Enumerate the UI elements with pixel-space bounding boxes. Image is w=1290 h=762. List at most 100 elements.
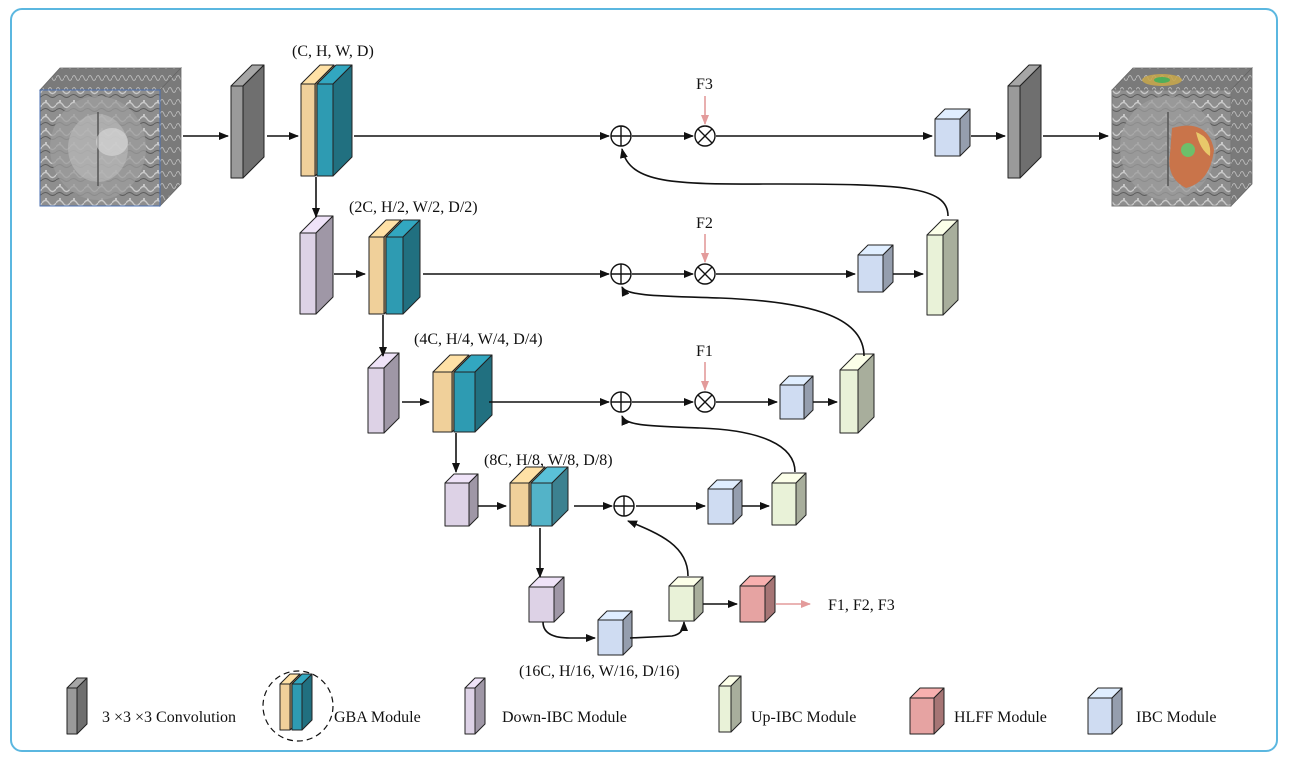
multiply-operator — [694, 263, 716, 285]
ibc-block-bottleneck — [597, 610, 633, 656]
feature-injection-arrows — [701, 96, 811, 608]
up-ibc-level4 — [771, 472, 807, 526]
up-arrow — [627, 520, 689, 577]
down-ibc-level2 — [299, 215, 334, 315]
gba-level2-tan-front — [368, 236, 385, 315]
gba-level1-teal-front — [316, 83, 334, 177]
feature-label-f2: F2 — [696, 215, 713, 232]
legend-up-ibc-icon-side — [730, 675, 742, 733]
legend-hlff-icon-front — [909, 697, 935, 735]
dim-label-level1: (C, H, W, D) — [292, 43, 374, 60]
ibc-block-level1 — [934, 108, 971, 157]
conv-block-input — [230, 64, 265, 179]
labels: (C, H, W, D) (2C, H/2, W/2, D/2) (4C, H/… — [292, 43, 895, 680]
conv-block-input-front — [230, 85, 244, 179]
gba-level4-tan-front — [509, 482, 530, 527]
legend-down-ibc-label: Down-IBC Module — [502, 709, 627, 726]
legend-ibc-label: IBC Module — [1136, 709, 1216, 726]
dim-label-level4: (8C, H/8, W/8, D/8) — [484, 452, 613, 469]
multiply-operator — [694, 391, 716, 413]
ibc-block-level1-front — [934, 118, 961, 157]
hlff-block — [739, 575, 776, 623]
down-ibc-bottleneck-front — [528, 586, 555, 623]
up-arrow — [620, 148, 949, 217]
legend-up-ibc-icon-front — [718, 685, 732, 733]
legend-gba-icon-teal — [291, 673, 313, 731]
down-ibc-level2-front — [299, 232, 317, 315]
legend-ibc-icon — [1087, 687, 1123, 735]
up-ibc-level4-side — [795, 472, 807, 526]
feature-label-f1: F1 — [696, 343, 713, 360]
legend-down-ibc-icon — [464, 677, 486, 735]
up-ibc-level2 — [926, 219, 959, 316]
gba-level1-teal-side — [332, 64, 353, 177]
arrow — [629, 621, 688, 639]
up-ibc-level3 — [839, 353, 875, 434]
down-ibc-level2-side — [315, 215, 334, 315]
legend-down-ibc-icon-front — [464, 687, 476, 735]
down-ibc-level3 — [367, 352, 400, 434]
gba-level3-teal — [453, 354, 493, 433]
ibc-block-level2-front — [857, 254, 884, 293]
hlff-block-front — [739, 585, 766, 623]
legend-up-ibc-icon — [718, 675, 742, 733]
up-arrow — [621, 415, 796, 473]
dim-label-level5: (16C, H/16, W/16, D/16) — [519, 663, 680, 680]
gba-level4-teal — [530, 466, 569, 527]
gba-level2-teal-side — [402, 219, 421, 315]
legend-down-ibc-icon-side — [474, 677, 486, 735]
gba-level4-teal-front — [530, 482, 553, 527]
input-mri-volume — [39, 67, 182, 207]
add-operator — [613, 495, 635, 517]
down-ibc-bottleneck — [528, 576, 565, 623]
conv-block-output-front — [1007, 85, 1021, 179]
ibc-block-level2 — [857, 244, 894, 293]
legend-hlff-label: HLFF Module — [954, 709, 1047, 726]
ibc-block-level3-front — [779, 384, 805, 420]
up-ibc-bottleneck-front — [668, 585, 695, 622]
legend-conv-icon-side — [76, 677, 88, 735]
up-arrow — [621, 286, 865, 357]
gba-level1-tan-front — [300, 83, 316, 177]
legend-conv-icon-front — [66, 687, 78, 735]
multiply-operator — [694, 125, 716, 147]
up-ibc-level4-front — [771, 482, 797, 526]
gba-level1-teal — [316, 64, 353, 177]
ibc-block-level3 — [779, 375, 814, 420]
legend-gba-icon-teal-side — [301, 673, 313, 731]
gba-level3-tan-front — [432, 371, 453, 433]
gba-highlight-circle — [262, 670, 334, 742]
gba-level2-teal-front — [385, 236, 404, 315]
feature-label-f3: F3 — [696, 76, 713, 93]
down-ibc-level4-front — [444, 482, 470, 527]
up-ibc-level2-front — [926, 234, 944, 316]
legend-gba-label: GBA Module — [334, 709, 421, 726]
add-operator — [610, 125, 632, 147]
ibc-block-level4 — [707, 479, 743, 525]
connections — [183, 132, 1109, 642]
add-operator — [610, 391, 632, 413]
legend-gba-icon-teal-front — [291, 683, 303, 731]
down-ibc-level4 — [444, 473, 479, 527]
legend-conv-label: 3 ×3 ×3 Convolution — [102, 709, 236, 726]
gba-level2-teal — [385, 219, 421, 315]
legend-conv-icon — [66, 677, 88, 735]
down-ibc-level3-front — [367, 367, 385, 434]
up-ibc-bottleneck — [668, 576, 704, 622]
legend: 3 ×3 ×3 Convolution GBA Module Down-IBC … — [102, 670, 1216, 742]
up-ibc-level3-front — [839, 369, 859, 434]
blocks-layer — [66, 64, 1123, 735]
dim-label-level3: (4C, H/4, W/4, D/4) — [414, 331, 543, 348]
arrow — [542, 621, 596, 642]
dim-label-level2: (2C, H/2, W/2, D/2) — [349, 199, 478, 216]
ibc-block-bottleneck-front — [597, 619, 624, 656]
gba-level3-teal-front — [453, 371, 476, 433]
add-operator — [610, 263, 632, 285]
down-ibc-level4-side — [468, 473, 479, 527]
operators — [610, 125, 716, 517]
legend-hlff-icon — [909, 687, 945, 735]
up-ibc-level2-side — [942, 219, 959, 316]
conv-block-output — [1007, 64, 1042, 179]
